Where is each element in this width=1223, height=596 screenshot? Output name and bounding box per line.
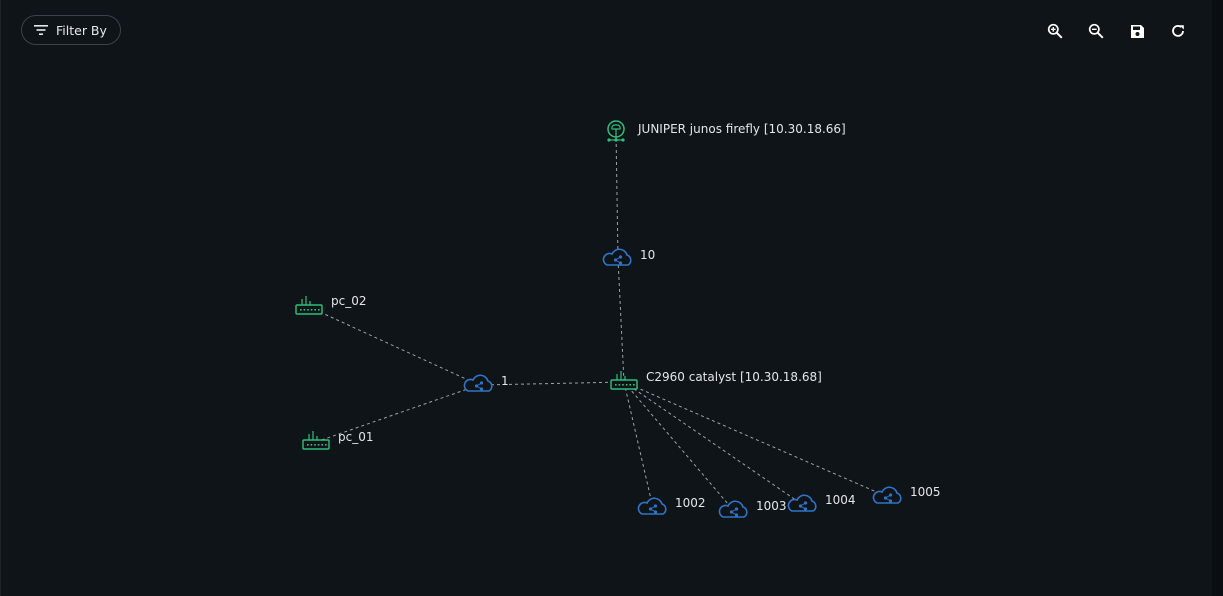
- filter-lines-icon: [34, 25, 48, 35]
- edge-juniper-v10: [615, 131, 619, 260]
- vlan-cloud-icon[interactable]: [787, 494, 817, 512]
- node-label-c2960: C2960 catalyst [10.30.18.68]: [646, 370, 822, 384]
- node-label-v1: 1: [501, 374, 509, 388]
- edge-c2960-v1002: [623, 381, 654, 509]
- router-icon[interactable]: [607, 120, 625, 142]
- edge-c2960-v1003: [623, 381, 735, 512]
- edge-pc02-v1: [308, 306, 480, 386]
- node-label-v1004: 1004: [825, 493, 856, 507]
- switch-icon[interactable]: [610, 371, 638, 390]
- node-label-v1005: 1005: [910, 485, 941, 499]
- vertical-scrollbar[interactable]: [1212, 0, 1223, 596]
- zoom-out-button[interactable]: [1086, 20, 1106, 42]
- refresh-icon: [1172, 25, 1184, 37]
- filter-by-button[interactable]: Filter By: [21, 15, 121, 45]
- node-label-juniper: JUNIPER junos firefly [10.30.18.66]: [638, 122, 846, 136]
- vlan-cloud-icon[interactable]: [637, 497, 667, 515]
- edge-pc01-v1: [315, 384, 480, 443]
- edge-v10-c2960: [617, 258, 625, 383]
- zoom-in-button[interactable]: [1045, 20, 1065, 42]
- node-label-v10: 10: [640, 248, 656, 262]
- node-label-pc02: pc_02: [331, 294, 367, 308]
- node-label-v1002: 1002: [675, 496, 706, 510]
- node-label-v1003: 1003: [756, 499, 787, 513]
- edge-c2960-v1004: [623, 381, 804, 506]
- node-label-pc01: pc_01: [338, 430, 374, 444]
- vlan-cloud-icon[interactable]: [718, 500, 748, 518]
- refresh-button[interactable]: [1168, 20, 1188, 42]
- zoom-out-icon: [1088, 23, 1104, 39]
- graph-toolbar: [1045, 20, 1188, 42]
- edge-c2960-v1005: [623, 381, 889, 498]
- filter-by-label: Filter By: [56, 22, 107, 38]
- switch-icon[interactable]: [302, 431, 330, 450]
- vlan-cloud-icon[interactable]: [602, 248, 632, 266]
- save-icon: [1130, 24, 1144, 38]
- vlan-cloud-icon[interactable]: [463, 374, 493, 392]
- vlan-cloud-icon[interactable]: [872, 486, 902, 504]
- switch-icon[interactable]: [295, 296, 323, 315]
- zoom-in-icon: [1047, 23, 1063, 39]
- edge-v1-c2960: [478, 381, 625, 386]
- save-button[interactable]: [1127, 20, 1147, 42]
